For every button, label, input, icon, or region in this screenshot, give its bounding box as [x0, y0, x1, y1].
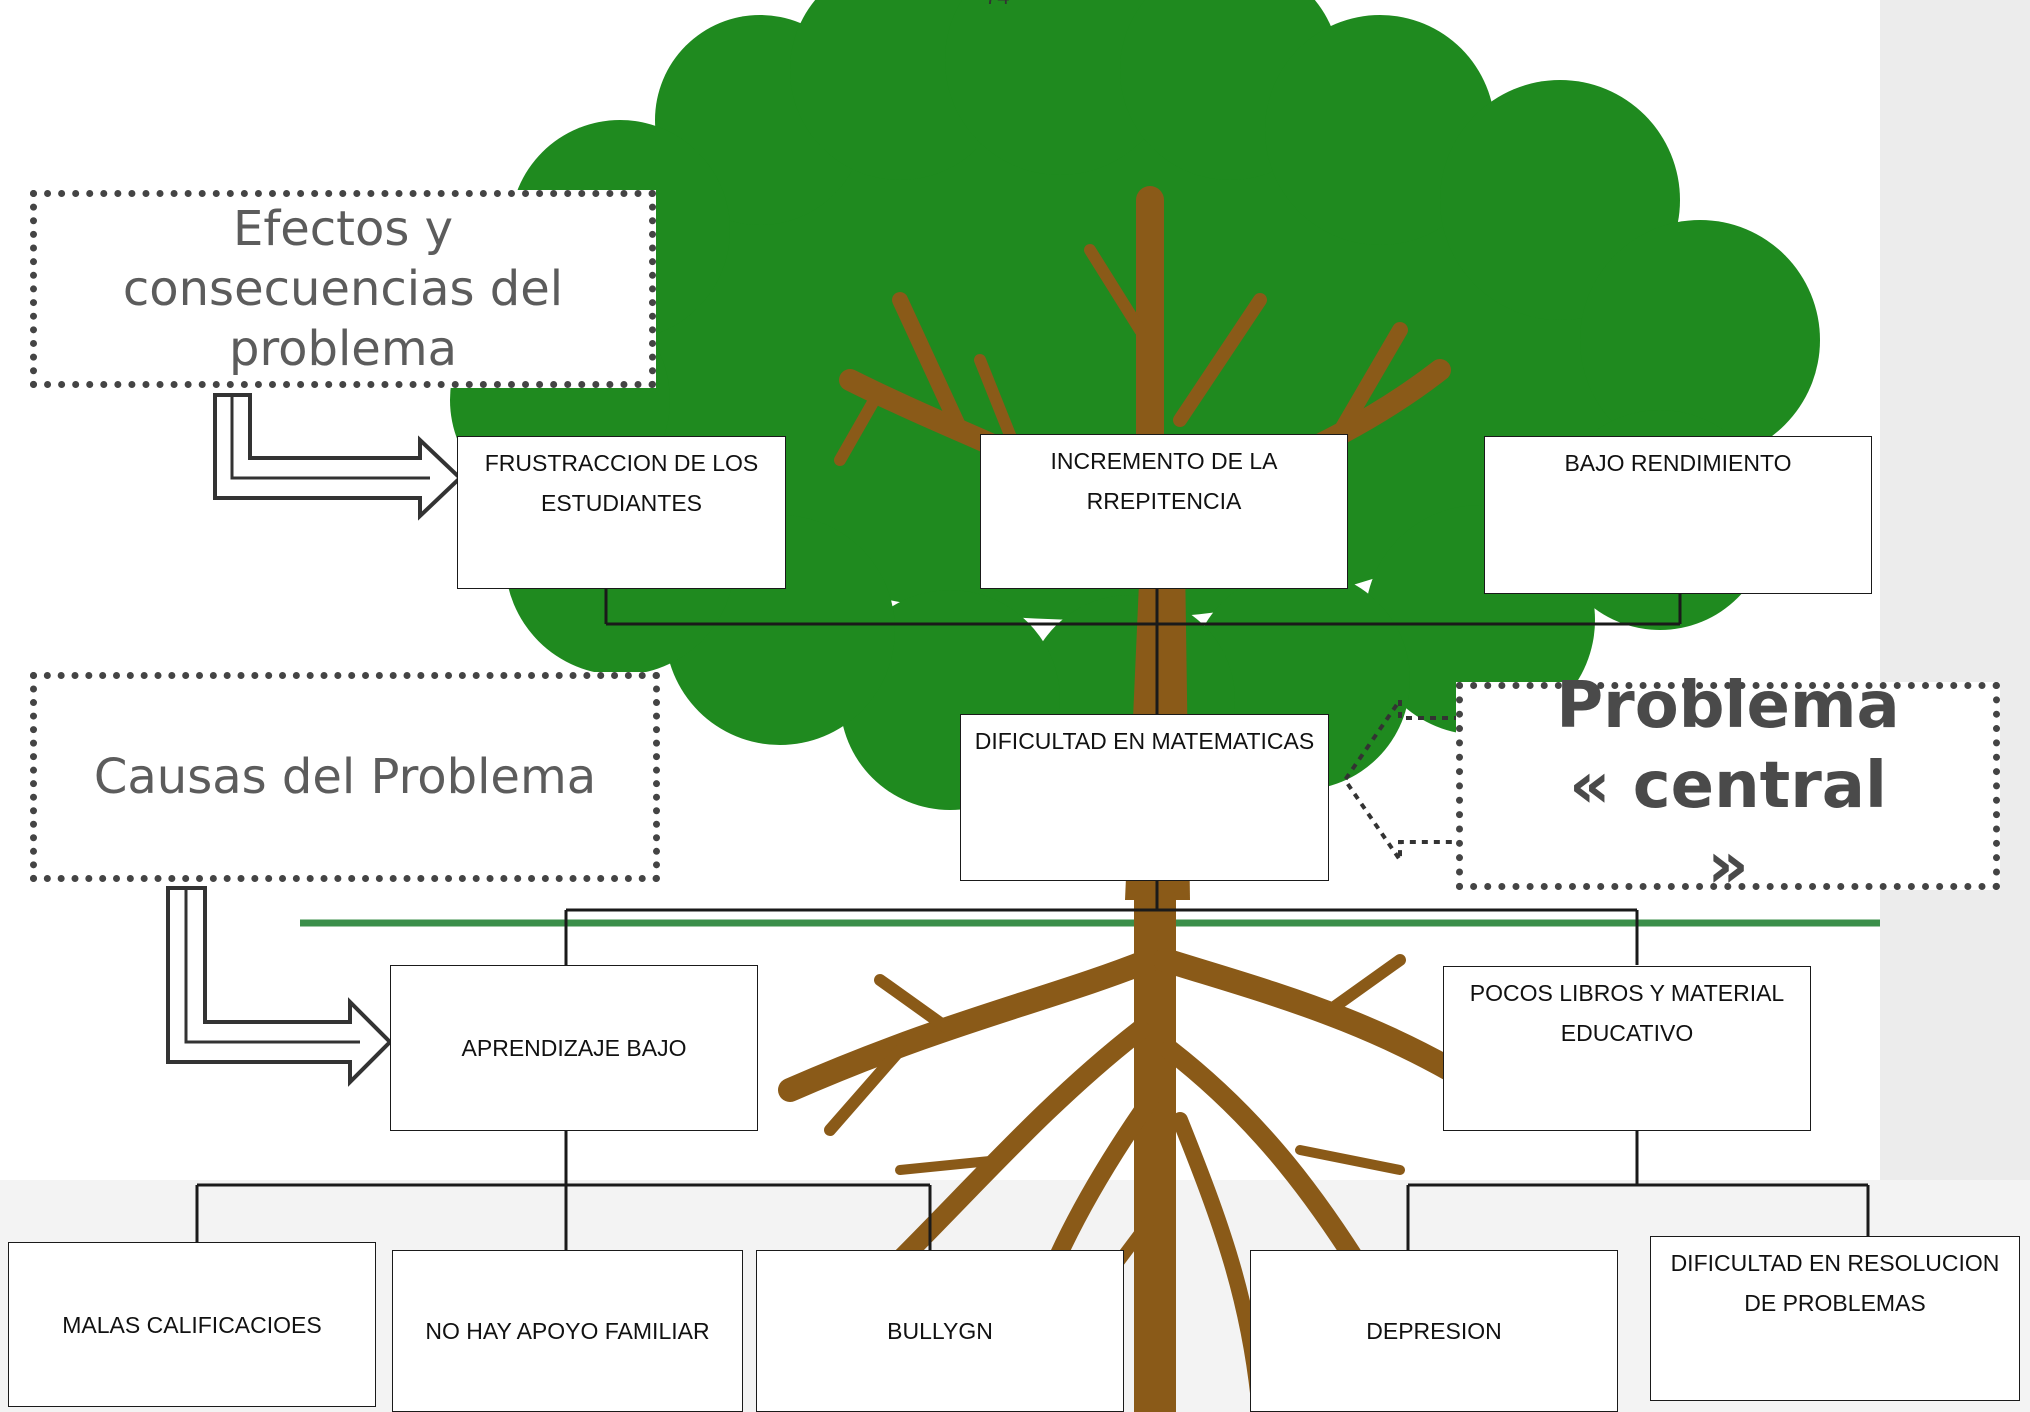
sub-cause-box-3: BULLYGN — [756, 1250, 1124, 1412]
sub-cause-box-1: MALAS CALIFICACIOES — [8, 1242, 376, 1407]
sub-cause-box-5: DIFICULTAD EN RESOLUCION DE PROBLEMAS — [1650, 1236, 2020, 1401]
effect-box-3: BAJO RENDIMIENTO — [1484, 436, 1872, 594]
central-problem-label-text: Problema « central » — [1556, 669, 1900, 903]
effects-label-text: Efectos y consecuencias del problema — [122, 201, 564, 377]
sub-cause-box-4: DEPRESION — [1250, 1250, 1618, 1412]
effects-label: Efectos y consecuencias del problema — [30, 190, 656, 388]
foliage — [450, 0, 1820, 810]
causes-label: Causas del Problema — [30, 672, 660, 882]
effects-arrow — [213, 393, 463, 521]
cause-box-2: POCOS LIBROS Y MATERIAL EDUCATIVO — [1443, 966, 1811, 1131]
effect-box-1: FRUSTRACCION DE LOS ESTUDIANTES — [457, 436, 786, 589]
page-number: 74 — [985, 0, 1009, 10]
central-arrow — [1342, 693, 1460, 867]
central-problem-label: Problema « central » — [1456, 669, 2000, 903]
effect-box-2: INCREMENTO DE LA RREPITENCIA — [980, 434, 1348, 589]
central-problem-box: DIFICULTAD EN MATEMATICAS — [960, 714, 1329, 881]
connector-lines — [195, 588, 1870, 1250]
cause-box-1: APRENDIZAJE BAJO — [390, 965, 758, 1131]
sub-cause-box-2: NO HAY APOYO FAMILIAR — [392, 1250, 743, 1412]
causes-label-text: Causas del Problema — [93, 749, 597, 805]
causes-arrow — [166, 886, 393, 1087]
